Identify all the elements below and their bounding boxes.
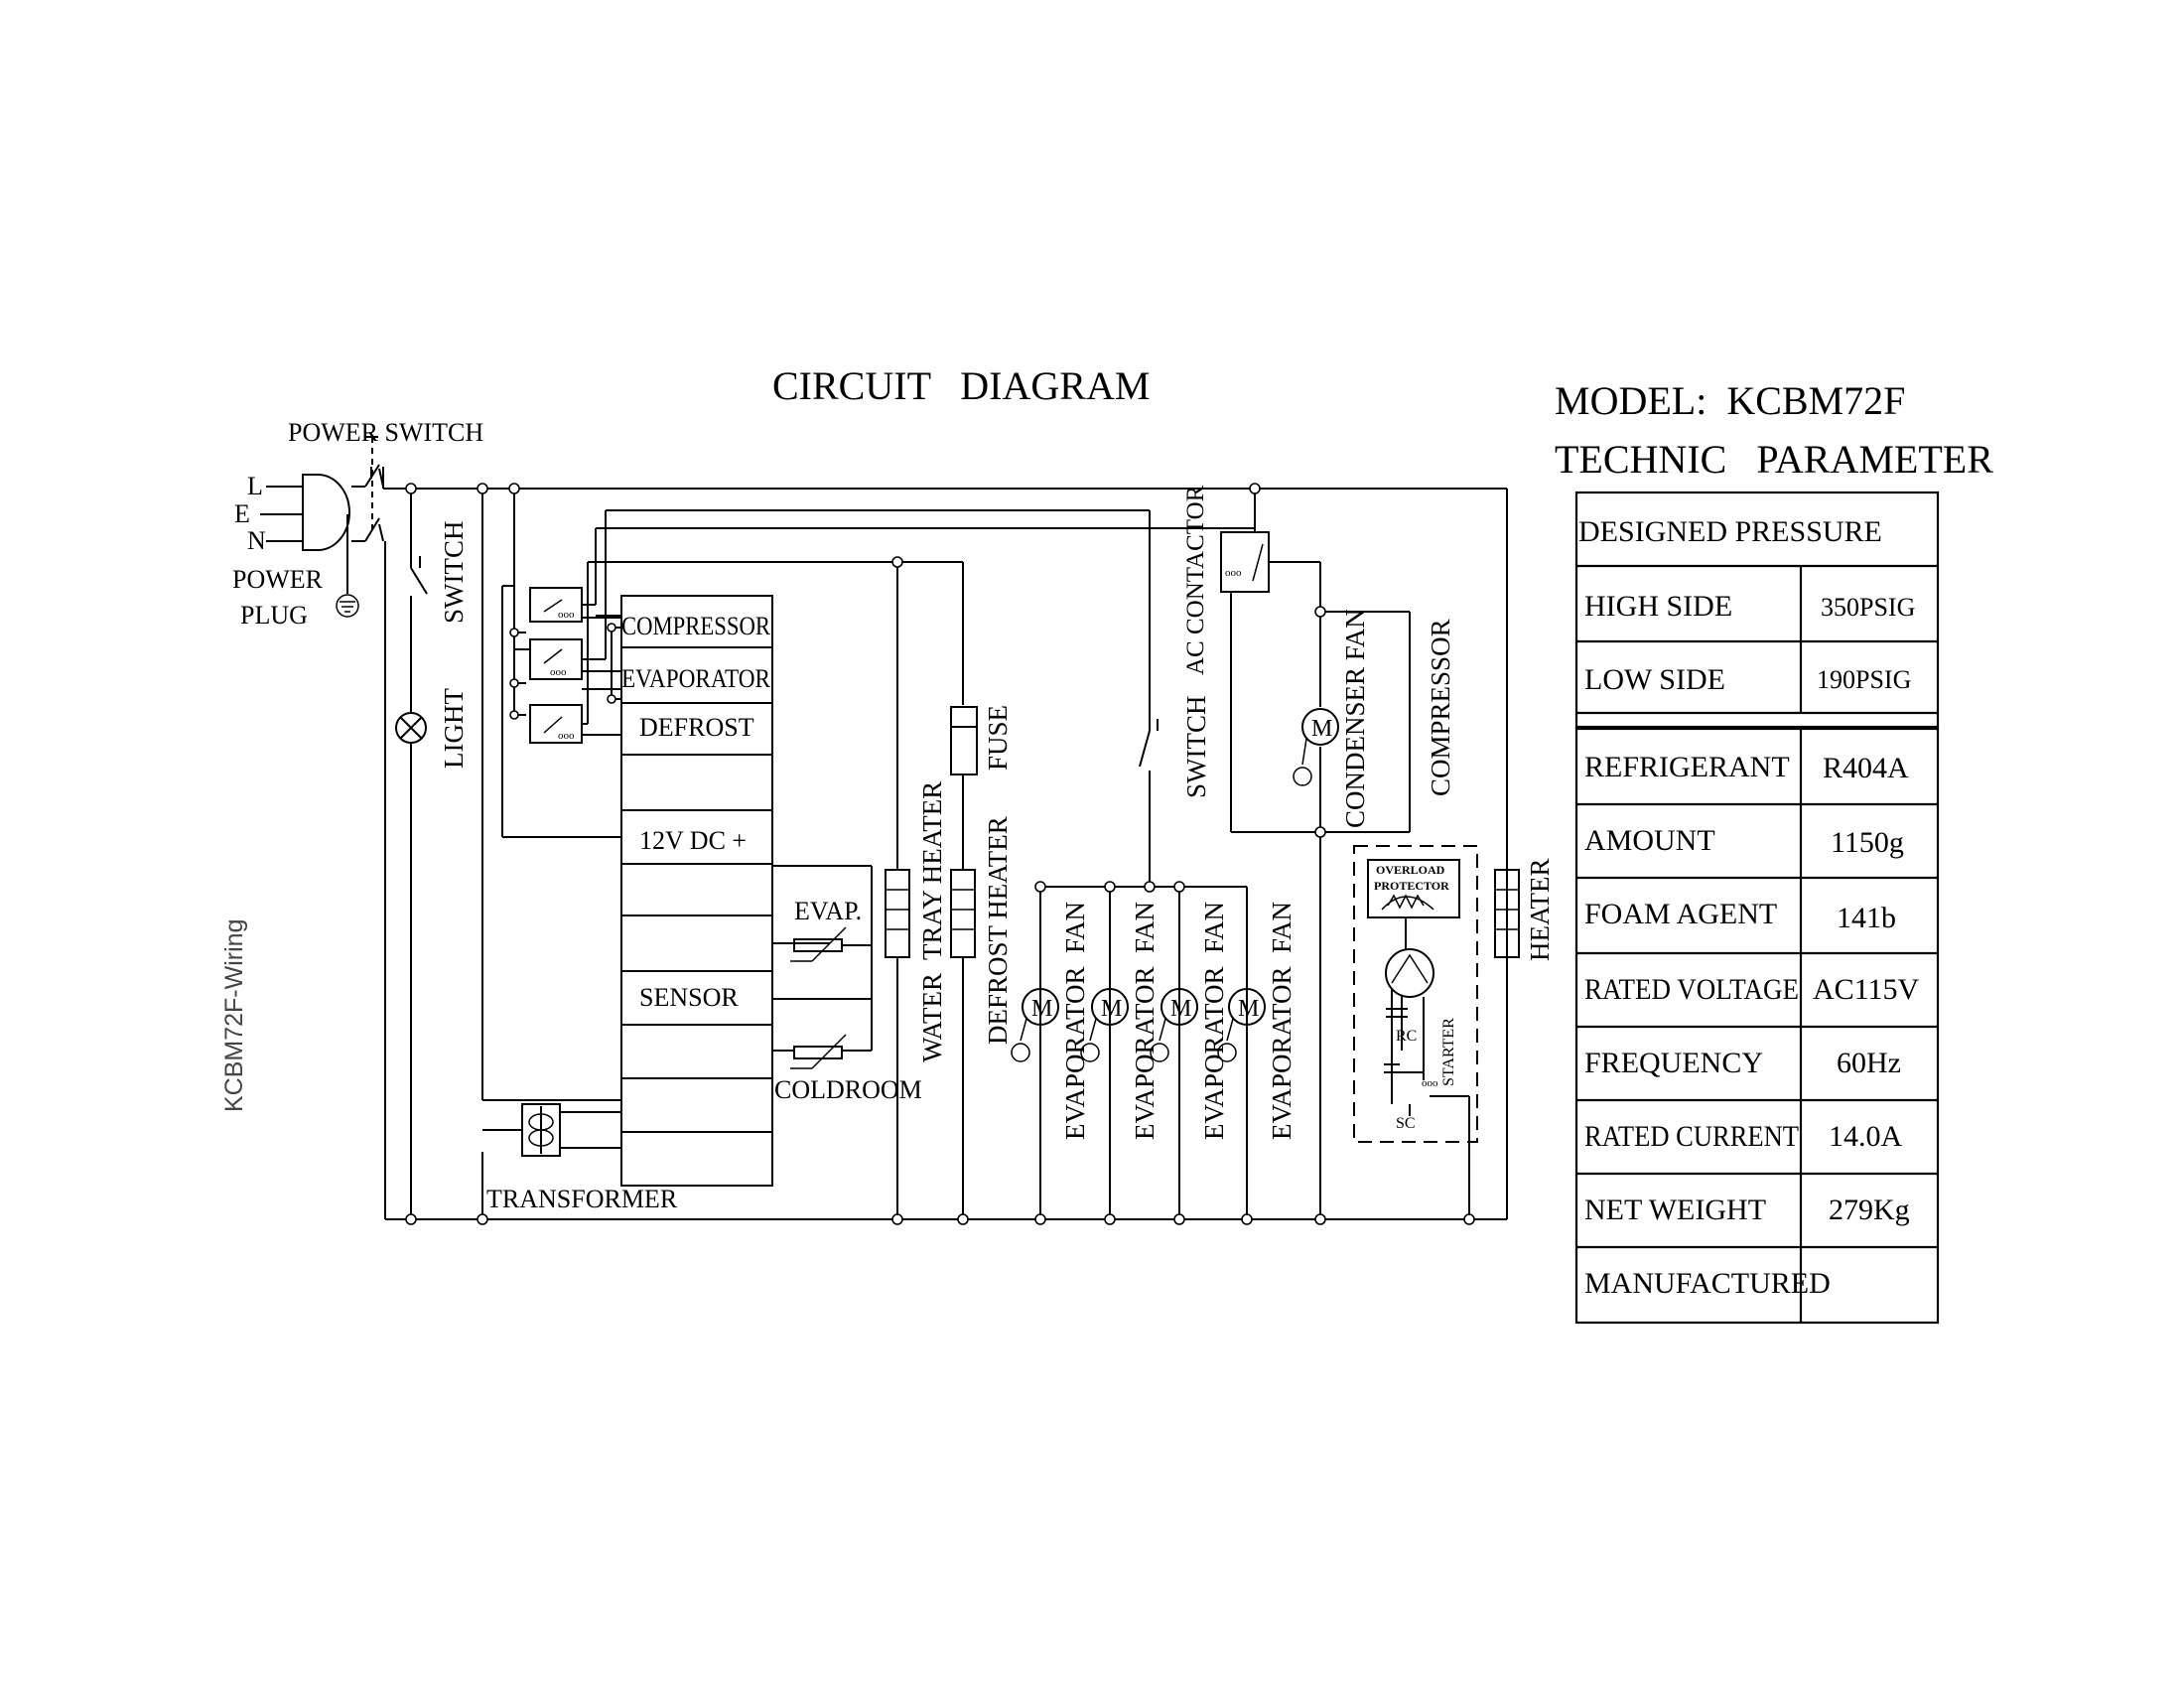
motor-label: M [1170, 996, 1191, 1022]
evaporator-fan-label: EVAPORATOR FAN [1130, 902, 1160, 1140]
starter-label: STARTER [1440, 1018, 1457, 1086]
power-plug-label-1: POWER [232, 565, 324, 594]
coldroom-sensor-label: COLDROOM [774, 1075, 922, 1104]
plug-n-label: N [247, 526, 266, 555]
heater: HEATER [1494, 859, 1555, 962]
plug-l-label: L [247, 472, 263, 500]
transformer-label: TRANSFORMER [486, 1185, 678, 1213]
side-label: KCBM72F-Wiring [220, 918, 248, 1112]
evaporator-fan-label: EVAPORATOR FAN [1199, 902, 1229, 1140]
designed-pressure-header: DESIGNED PRESSURE [1578, 515, 1882, 548]
param-value-low-side: 190PSIG [1817, 665, 1911, 694]
overload-label-2: PROTECTOR [1374, 879, 1449, 893]
rc-label: RC [1396, 1028, 1417, 1045]
param-value-net-weight: 279Kg [1829, 1194, 1910, 1226]
controller-row-sensor: SENSOR [639, 983, 739, 1012]
water-tray-heater: WATER TRAY HEATER [885, 562, 947, 1219]
parameter-table: DESIGNED PRESSURE HIGH SIDE 350PSIG LOW … [1574, 491, 1940, 1325]
overload-label-1: OVERLOAD [1376, 863, 1445, 877]
svg-text:ooo: ooo [1225, 567, 1242, 579]
controller-row-evaporator: EVAPORATOR [621, 664, 771, 693]
relay-defrost: ooo [529, 561, 897, 744]
junction-dots [405, 483, 1475, 1225]
coldroom-sensor: COLDROOM [774, 1034, 922, 1104]
param-value-refrigerant: R404A [1823, 752, 1909, 784]
light: LIGHT [395, 688, 469, 1219]
param-label-refrigerant: REFRIGERANT [1584, 751, 1790, 783]
param-value-frequency: 60Hz [1837, 1047, 1901, 1079]
evaporator-fan-label: EVAPORATOR FAN [1267, 902, 1297, 1140]
transformer: TRANSFORMER [481, 1103, 678, 1219]
evaporator-fan-4: M EVAPORATOR FAN [1217, 887, 1297, 1219]
controller-row-12v: 12V DC + [639, 826, 747, 855]
relay-evaporator: ooo [529, 509, 1150, 680]
motor-label: M [1311, 716, 1332, 742]
water-tray-heater-label: WATER TRAY HEATER [917, 781, 947, 1062]
compressor-label: COMPRESSOR [1426, 619, 1455, 796]
controller-wiring [481, 489, 621, 1101]
compressor-motor-icon [1385, 948, 1434, 998]
door-switch-label: SWITCH [439, 521, 469, 625]
evaporator-fan-3: M EVAPORATOR FAN [1150, 887, 1229, 1219]
param-value-high-side: 350PSIG [1821, 593, 1915, 622]
param-label-foam-agent: FOAM AGENT [1584, 898, 1777, 930]
heater-label: HEATER [1525, 859, 1555, 962]
compressor: COMPRESSOR OVERLOAD PROTECTOR RC ooo STA… [1353, 619, 1478, 1219]
param-label-frequency: FREQUENCY [1584, 1047, 1763, 1079]
param-value-rated-voltage: AC115V [1813, 973, 1920, 1006]
evap-sensor-label: EVAP. [794, 897, 862, 925]
controller-row-compressor: COMPRESSOR [621, 612, 771, 640]
fuse-icon [950, 706, 978, 775]
sc-label: SC [1396, 1115, 1416, 1132]
param-value-amount: 1150g [1831, 826, 1904, 859]
param-label-manufactured: MANUFACTURED [1584, 1267, 1831, 1300]
motor-label: M [1031, 996, 1052, 1022]
power-plug-label-2: PLUG [240, 601, 308, 630]
plug-e-label: E [234, 499, 250, 528]
evap-sensor: EVAP. [790, 897, 872, 962]
motor-label: M [1101, 996, 1122, 1022]
param-label-amount: AMOUNT [1584, 824, 1715, 857]
ac-contactor-label: AC CONTACTOR [1182, 485, 1209, 675]
controller-box: COMPRESSOR EVAPORATOR DEFROST 12V DC + S… [620, 595, 773, 1187]
lamp-icon [395, 712, 427, 744]
fan-switch: SWITCH [1139, 510, 1211, 887]
fan-switch-label: SWITCH [1181, 696, 1211, 799]
svg-text:ooo: ooo [558, 609, 575, 621]
param-label-rated-current: RATED CURRENT [1584, 1120, 1799, 1153]
fuse-label: FUSE [983, 705, 1013, 771]
param-label-high-side: HIGH SIDE [1584, 590, 1732, 623]
light-label: LIGHT [439, 688, 469, 769]
evaporator-fan-label: EVAPORATOR FAN [1060, 902, 1090, 1140]
door-switch: SWITCH [410, 489, 469, 713]
svg-text:ooo: ooo [550, 666, 567, 678]
controller-row-defrost: DEFROST [639, 713, 754, 742]
power-switch-label: POWER SWITCH [288, 418, 483, 447]
power-plug: L E N POWER PLUG [232, 472, 359, 630]
evaporator-fan-2: M EVAPORATOR FAN [1080, 887, 1160, 1219]
relay-compressor: ooo [529, 527, 1255, 623]
evaporator-fan-1: M EVAPORATOR FAN [1011, 887, 1090, 1219]
motor-label: M [1238, 996, 1259, 1022]
params-title: TECHNIC PARAMETER [1555, 437, 1993, 482]
ground-icon [336, 594, 359, 618]
param-value-foam-agent: 141b [1837, 902, 1896, 934]
condenser-fan: M CONDENSER FAN [1293, 609, 1411, 1219]
param-label-net-weight: NET WEIGHT [1584, 1194, 1766, 1226]
defrost-heater: FUSE DEFROST HEATER [897, 561, 1013, 1219]
svg-text:ooo: ooo [558, 730, 575, 742]
param-label-rated-voltage: RATED VOLTAGE [1584, 973, 1799, 1006]
condenser-fan-label: CONDENSER FAN [1340, 609, 1370, 828]
param-label-low-side: LOW SIDE [1584, 663, 1725, 696]
defrost-heater-label: DEFROST HEATER [983, 816, 1013, 1045]
model-label: MODEL: KCBM72F [1555, 378, 1905, 423]
svg-text:ooo: ooo [1422, 1077, 1438, 1089]
diagram-title: CIRCUIT DIAGRAM [772, 363, 1150, 408]
param-value-rated-current: 14.0A [1829, 1120, 1903, 1153]
ac-contactor: ooo AC CONTACTOR [1182, 485, 1321, 833]
